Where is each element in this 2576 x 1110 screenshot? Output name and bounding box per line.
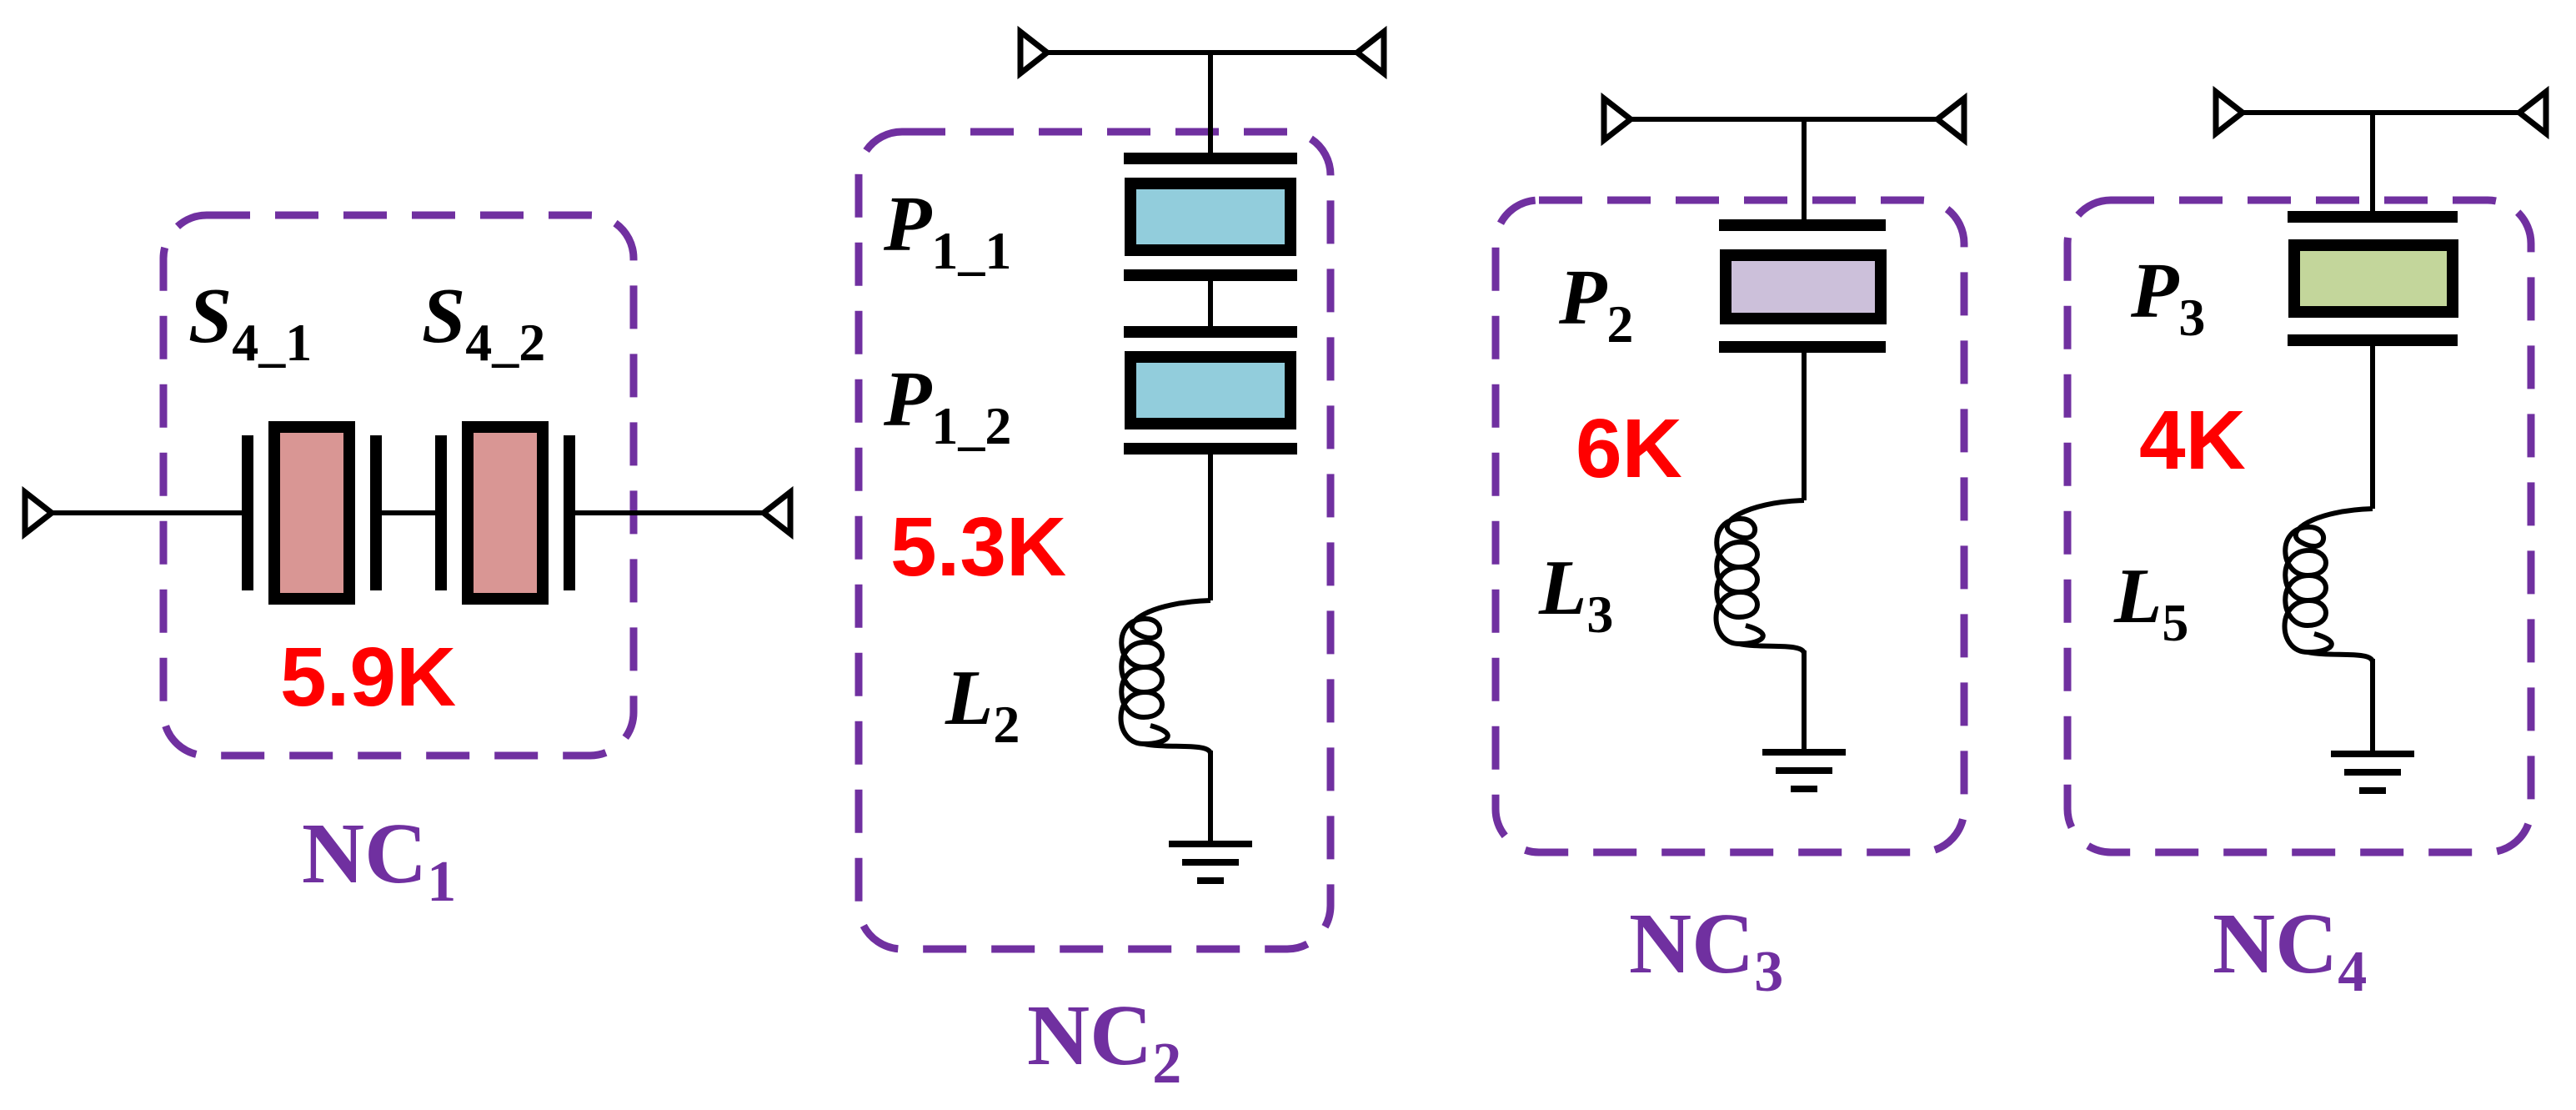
port-triangle-icon [2213,85,2248,140]
nc1-title: NC1 [302,806,456,914]
resonator-icon [1124,326,1297,455]
nc3-frame [1491,196,1968,856]
port-triangle-icon [22,485,57,540]
nc4-block: P3 4K L5 NC4 [2063,85,2549,1004]
nc1-block: S4_1 S4_2 5.9K NC1 [22,211,794,914]
resonator-icon [435,421,575,605]
nc3-title: NC3 [1629,896,1783,1004]
resonator-icon [2288,211,2458,346]
nc1-resonator-b-label: S4_2 [422,273,545,372]
nc3-block: P2 6K L3 NC3 [1491,92,1968,1004]
nc1-value: 5.9K [280,630,456,724]
nc2-resonator-b-label: P1_2 [883,356,1011,455]
nc4-title: NC4 [2213,896,2367,1004]
port-triangle-icon [2514,85,2549,140]
nc4-resonator-label: P3 [2130,248,2205,347]
resonator-icon [242,421,382,605]
ground-icon [1762,749,1846,792]
resonator-icon [1124,153,1297,281]
nc3-value: 6K [1576,402,1682,495]
nc2-frame [854,128,1335,953]
port-triangle-icon [759,485,794,540]
nc4-inductor-label: L5 [2113,553,2188,652]
inductor-icon [1118,598,1213,756]
nc3-resonator-label: P2 [1558,254,1633,354]
nc2-block: P1_1 P1_2 5.3K L2 NC2 [854,25,1387,1096]
nc1-resonator-a-label: S4_1 [188,273,312,372]
inductor-icon [2282,506,2375,664]
port-triangle-icon [1601,92,1636,147]
nc2-inductor-label: L2 [945,655,1020,754]
nc4-value: 4K [2139,394,2246,487]
inductor-icon [1713,498,1807,655]
port-triangle-icon [1932,92,1967,147]
nc2-resonator-a-label: P1_1 [883,181,1011,280]
ground-icon [2331,751,2414,794]
resonator-icon [1719,219,1887,353]
nc2-value: 5.3K [890,500,1066,594]
nc2-title: NC2 [1027,987,1181,1096]
port-triangle-icon [1352,25,1387,80]
nc3-inductor-label: L3 [1538,545,1613,644]
port-triangle-icon [1017,25,1052,80]
nc4-frame [2063,196,2535,856]
ground-icon [1169,841,1252,884]
nc1-frame [159,211,638,760]
